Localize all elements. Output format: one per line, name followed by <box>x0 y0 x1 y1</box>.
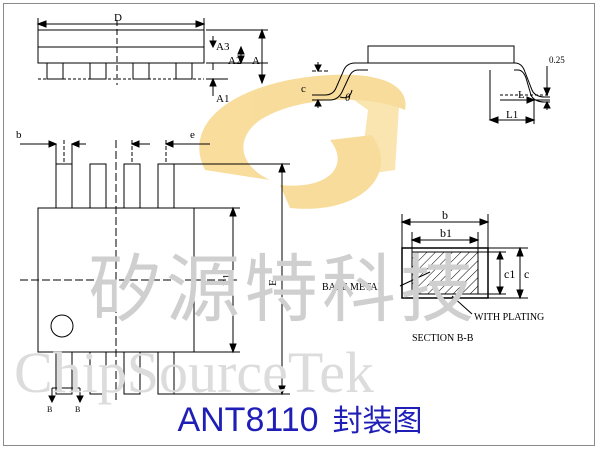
dim-a3-label: A3 <box>216 41 230 53</box>
base-metal-label: BASE METAL <box>322 282 384 293</box>
section-marker-right: B <box>75 405 80 414</box>
side-view <box>36 18 268 96</box>
gauge-plane-label: 0.25 <box>549 55 565 65</box>
dim-b-label: b <box>16 129 22 141</box>
angle-theta-label: θ <box>345 92 351 104</box>
dim-a2-label: A2 <box>228 55 241 67</box>
package-title: ANT8110 封装图 <box>0 396 600 440</box>
with-plating-label: WITH PLATING <box>474 312 544 323</box>
watermark-cn: 矽源特科技 <box>88 247 478 333</box>
dim-l-label: L <box>518 89 525 101</box>
dim-c-label: c <box>301 83 306 95</box>
dim-a-label: A <box>252 55 260 67</box>
section-b1-label: b1 <box>440 226 452 240</box>
watermark-en: ChipSourceTek <box>14 340 374 405</box>
section-bb-label: SECTION B-B <box>412 333 474 344</box>
dim-e-label: e <box>190 129 195 141</box>
dim-l1-label: L1 <box>506 109 518 121</box>
top-view <box>20 140 290 404</box>
dim-d-label: D <box>114 12 122 24</box>
section-c-label: c <box>524 267 529 281</box>
title-suffix: 封装图 <box>332 404 423 439</box>
section-marker-left: B <box>47 405 52 414</box>
lead-profile-view <box>312 45 551 124</box>
dim-e-total-label: E <box>267 279 279 286</box>
dim-e1-label: E1 <box>221 274 233 286</box>
section-b-label: b <box>442 208 448 222</box>
title-part-number: ANT8110 <box>177 401 319 439</box>
logo-watermark <box>199 74 406 209</box>
dim-a1-label: A1 <box>216 93 229 105</box>
section-c1-label: c1 <box>504 267 515 281</box>
section-bb-view <box>399 214 528 315</box>
